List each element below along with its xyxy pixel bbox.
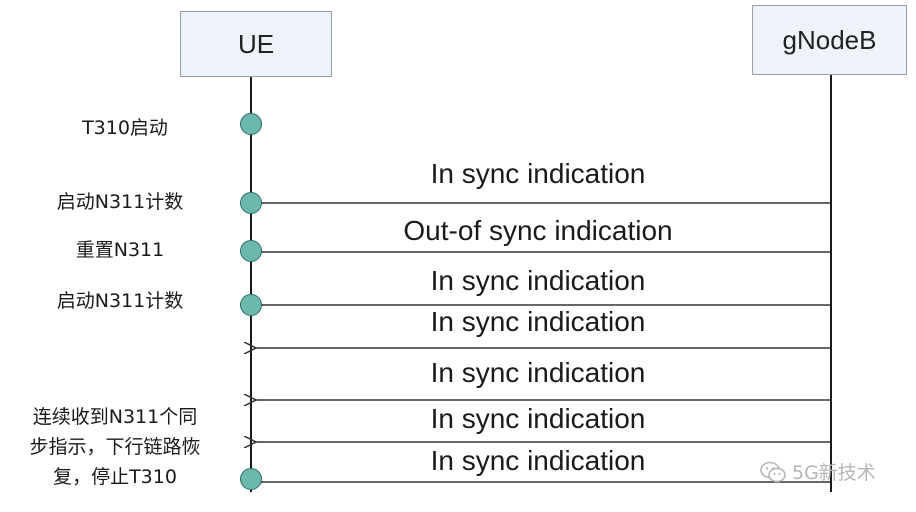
event-label: 连续收到N311个同 步指示，下行链路恢 复，停止T310 [29,406,201,488]
ue-lifeline [250,77,252,492]
event-label: T310启动 [82,117,168,139]
event-marker [240,192,262,214]
watermark-text: 5G新技术 [792,462,876,484]
event-label: 启动N311计数 [56,290,184,312]
event-marker [240,113,262,135]
event-marker [240,240,262,262]
gnodeb-lifeline [830,75,832,492]
ue-actor-label: UE [237,28,275,59]
message-label: In sync indication [430,306,646,337]
event-label: 启动N311计数 [56,191,184,213]
message-label: In sync indication [430,158,646,189]
wechat-icon [760,461,786,482]
event-marker [240,294,262,316]
gnodeb-actor-box: gNodeB [752,5,907,75]
message-label: In sync indication [430,265,646,296]
gnodeb-actor-label: gNodeB [782,24,877,55]
event-marker [240,468,262,490]
watermark: 5G新技术 [760,458,876,485]
message-label: In sync indication [430,403,646,434]
ue-actor-box: UE [180,11,332,77]
event-label: 重置N311 [75,239,165,261]
message-label: In sync indication [430,445,646,476]
message-label: Out-of sync indication [403,215,673,246]
message-label: In sync indication [430,357,646,388]
